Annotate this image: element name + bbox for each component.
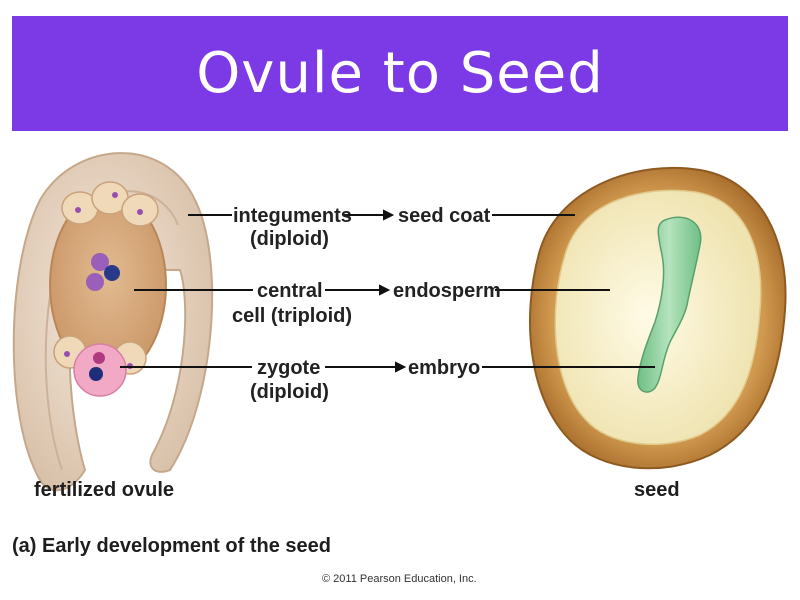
- caption-fertilized-ovule: fertilized ovule: [34, 479, 174, 501]
- label-central-cell: cell (triploid): [232, 305, 352, 327]
- caption-seed: seed: [634, 479, 680, 501]
- label-integuments: integuments: [233, 205, 352, 227]
- label-endosperm: endosperm: [393, 280, 501, 302]
- figure-caption: (a) Early development of the seed: [12, 535, 331, 557]
- label-embryo: embryo: [408, 357, 480, 379]
- label-zygote: zygote: [257, 357, 320, 379]
- label-central: central: [257, 280, 323, 302]
- label-seed-coat: seed coat: [398, 205, 491, 227]
- label-integuments-ploidy: (diploid): [250, 228, 329, 250]
- copyright-notice: © 2011 Pearson Education, Inc.: [322, 573, 477, 585]
- label-zygote-ploidy: (diploid): [250, 381, 329, 403]
- fertilized-ovule: [14, 153, 212, 490]
- seed: [530, 168, 786, 468]
